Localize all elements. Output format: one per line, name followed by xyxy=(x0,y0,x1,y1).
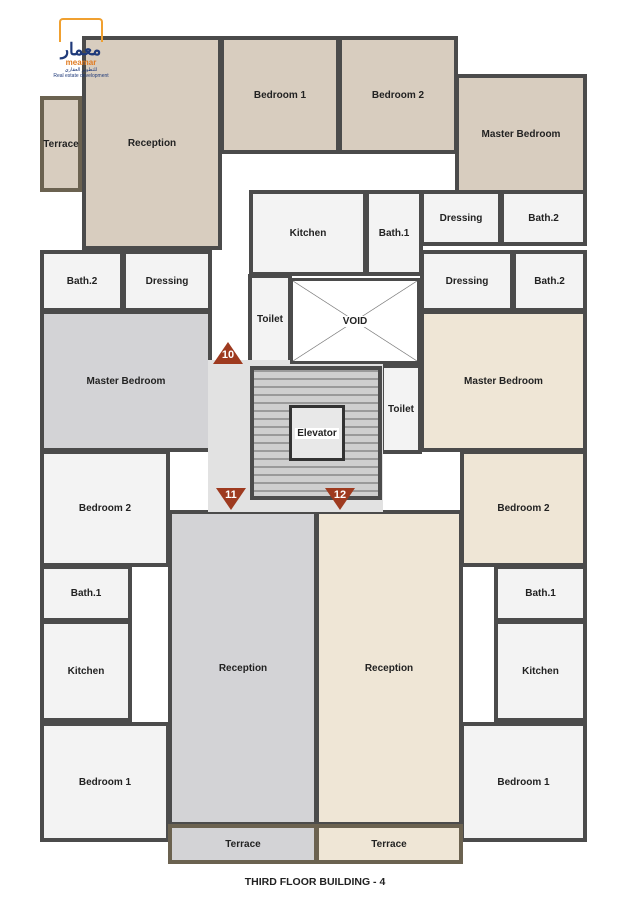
room-right-bath-1: Bath.1 xyxy=(494,565,587,622)
room-left-terrace: Terrace xyxy=(168,824,318,864)
room-right-kitchen: Kitchen xyxy=(494,620,587,722)
room-right-bedroom-2: Bedroom 2 xyxy=(460,450,587,567)
room-label: Bedroom 1 xyxy=(253,89,307,101)
void-label: VOID xyxy=(340,315,370,327)
room-label: Kitchen xyxy=(289,227,327,239)
room-label: Bedroom 1 xyxy=(497,776,550,788)
room-top-kitchen: Kitchen xyxy=(249,190,367,276)
room-left-dressing: Dressing xyxy=(122,250,212,312)
room-left-bedroom-1: Bedroom 1 xyxy=(40,722,170,842)
room-label: Bath.1 xyxy=(70,588,102,599)
logo-english: meamar xyxy=(65,58,97,67)
elevator-label: Elevator xyxy=(295,427,339,439)
room-right-bedroom-1: Bedroom 1 xyxy=(460,722,587,842)
room-label: Reception xyxy=(127,137,177,149)
room-right-terrace: Terrace xyxy=(315,824,463,864)
room-top-reception: Reception xyxy=(82,36,222,250)
room-left-bath-2: Bath.2 xyxy=(40,250,124,312)
elevator: Elevator xyxy=(289,405,345,461)
room-label: Reception xyxy=(364,662,414,674)
room-top-dressing: Dressing xyxy=(420,190,502,246)
room-top-bedroom-1: Bedroom 1 xyxy=(220,36,340,154)
unit-marker-11: 11 xyxy=(216,488,246,510)
room-top-terrace: Terrace xyxy=(40,96,82,192)
room-label: Dressing xyxy=(445,275,489,287)
room-top-bath-1: Bath.1 xyxy=(365,190,423,276)
unit-marker-10: 10 xyxy=(213,342,243,364)
void: VOID xyxy=(290,278,420,364)
room-label: Master Bedroom xyxy=(481,128,561,140)
room-right-dressing: Dressing xyxy=(420,250,514,312)
room-label: Dressing xyxy=(439,212,483,224)
room-left-bath-1: Bath.1 xyxy=(40,565,132,622)
room-right-master-bedroom: Master Bedroom xyxy=(420,310,587,452)
unit-number: 12 xyxy=(333,489,347,501)
plan-title: THIRD FLOOR BUILDING - 4 xyxy=(244,876,386,888)
room-label: Master Bedroom xyxy=(464,375,543,387)
room-label: Bath.1 xyxy=(525,588,556,599)
room-right-reception: Reception xyxy=(315,510,463,826)
room-label: Terrace xyxy=(225,838,261,850)
logo-building-icon xyxy=(59,18,103,42)
room-label: Toilet xyxy=(257,313,283,325)
room-top-master-bedroom: Master Bedroom xyxy=(455,74,587,194)
room-left-master-bedroom: Master Bedroom xyxy=(40,310,212,452)
room-label: Bedroom 1 xyxy=(78,776,132,788)
unit-number: 10 xyxy=(221,349,235,361)
logo-tagline: للتطوير العقاري xyxy=(64,67,98,73)
room-label: Bedroom 2 xyxy=(78,503,132,514)
unit-number: 11 xyxy=(225,489,237,501)
room-right-toilet: Toilet xyxy=(380,364,422,454)
room-label: Master Bedroom xyxy=(86,375,166,387)
room-label: Dressing xyxy=(145,275,189,287)
room-label: Bedroom 2 xyxy=(497,503,550,514)
room-top-toilet: Toilet xyxy=(248,274,292,364)
room-left-bedroom-2: Bedroom 2 xyxy=(40,450,170,567)
room-label: Bath.2 xyxy=(528,212,559,224)
room-label: Kitchen xyxy=(522,665,559,677)
room-label: Kitchen xyxy=(67,665,105,677)
room-label: Toilet xyxy=(388,403,414,415)
room-left-reception: Reception xyxy=(168,510,318,826)
room-label: Bath.2 xyxy=(66,275,98,287)
logo: معمار meamar للتطوير العقاري Real estate… xyxy=(50,18,112,79)
room-label: Terrace xyxy=(371,838,407,850)
room-label: Reception xyxy=(218,662,268,674)
room-right-bath-2: Bath.2 xyxy=(512,250,587,312)
room-label: Terrace xyxy=(43,138,79,150)
room-top-bedroom-2: Bedroom 2 xyxy=(338,36,458,154)
room-label: Bath.2 xyxy=(534,275,565,287)
logo-subtitle: Real estate development xyxy=(53,73,109,79)
room-label: Bath.1 xyxy=(378,227,410,239)
room-label: Bedroom 2 xyxy=(371,89,425,101)
room-top-bath-2: Bath.2 xyxy=(500,190,587,246)
logo-arabic: معمار xyxy=(60,40,102,59)
unit-marker-12: 12 xyxy=(325,488,355,510)
room-left-kitchen: Kitchen xyxy=(40,620,132,722)
